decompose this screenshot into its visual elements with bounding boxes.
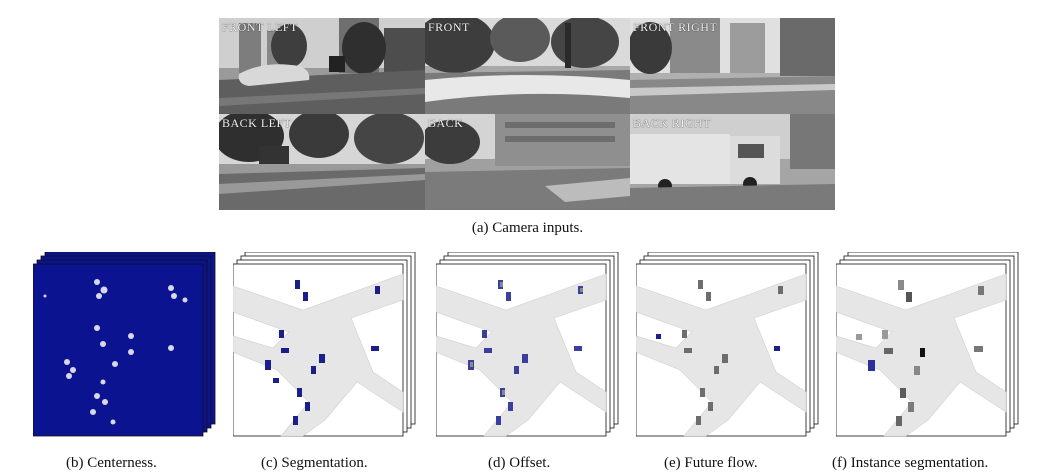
panel-segmentation [233, 252, 418, 442]
camera-label: BACK [428, 116, 464, 130]
camera-label: FRONT LEFT [222, 20, 298, 34]
camera-label: BACK RIGHT [633, 116, 712, 130]
caption-instance-segmentation: (f) Instance segmentation. [832, 455, 989, 471]
panel-instance-segmentation [836, 252, 1021, 442]
caption-offset: (d) Offset. [488, 455, 551, 471]
caption-future-flow: (e) Future flow. [664, 455, 758, 471]
camera-label: FRONT RIGHT [633, 20, 718, 34]
camera-inputs-grid: FRONT LEFT FRONT FRONT RIGHT [219, 18, 835, 210]
camera-front-image [425, 18, 630, 114]
caption-camera-inputs: (a) Camera inputs. [471, 220, 584, 236]
camera-back-right: BACK RIGHT [630, 114, 835, 210]
camera-front-right: FRONT RIGHT [630, 18, 835, 114]
centerness-stack [33, 252, 216, 437]
instance-segmentation-stack [836, 252, 1019, 437]
caption-segmentation: (c) Segmentation. [261, 455, 368, 471]
future-flow-stack [636, 252, 819, 437]
camera-front: FRONT [425, 18, 630, 114]
camera-back: BACK [425, 114, 630, 210]
camera-label: BACK LEFT [222, 116, 292, 130]
camera-front-left: FRONT LEFT [219, 18, 425, 114]
panel-offset [436, 252, 621, 442]
segmentation-stack [233, 252, 416, 437]
caption-centerness: (b) Centerness. [66, 455, 157, 471]
camera-back-left-image [219, 114, 425, 210]
camera-label: FRONT [428, 20, 470, 34]
camera-back-left: BACK LEFT [219, 114, 425, 210]
camera-back-right-image [630, 114, 835, 210]
panel-future-flow [636, 252, 821, 442]
panel-centerness [33, 252, 218, 442]
camera-front-left-image [219, 18, 425, 114]
offset-stack [436, 252, 619, 437]
camera-front-right-image [630, 18, 835, 114]
camera-back-image [425, 114, 630, 210]
